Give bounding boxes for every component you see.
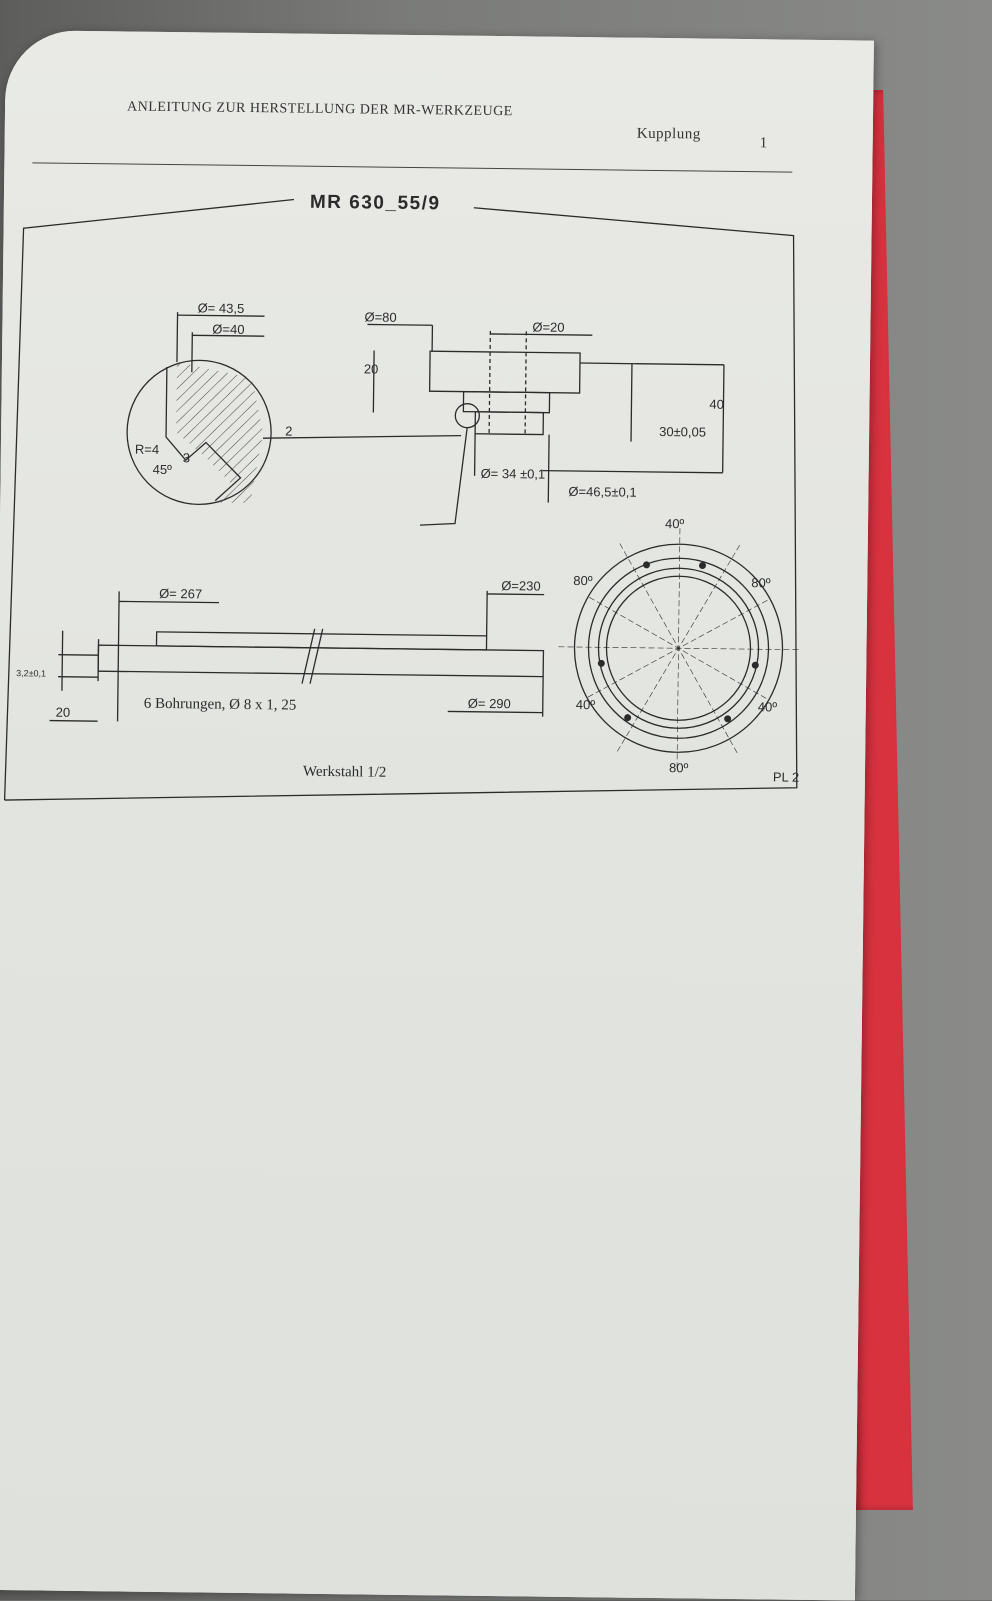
label-dia-230: Ø=230	[501, 578, 541, 593]
dim-46-ext	[548, 435, 549, 503]
label-height-40: 40	[709, 397, 724, 412]
dim-h20-line	[373, 351, 374, 413]
label-offset: 2	[285, 423, 292, 438]
dim-h40-bottom	[543, 471, 723, 473]
detail-leader	[263, 433, 461, 440]
sheet-label: PL 2	[773, 769, 799, 784]
label-angle-bottom: 80º	[669, 760, 688, 775]
label-tol-30: 30±0,05	[659, 424, 706, 440]
dim-230-line	[487, 594, 544, 595]
side-view-hidden-a	[489, 331, 490, 434]
document-page: Anleitung zur Herstellung der MR-Werkzeu…	[0, 30, 874, 1600]
flange-center-lines	[557, 527, 800, 770]
side-view-hidden-b	[525, 331, 526, 434]
label-angle-lower-right: 40º	[758, 699, 777, 714]
dim-h40-top	[580, 363, 724, 365]
label-thickness: 3,2±0,1	[16, 668, 46, 678]
detail-hatching	[175, 362, 264, 503]
technical-drawing	[0, 30, 866, 840]
break-line-b	[310, 629, 323, 684]
dim-34-ext	[475, 434, 476, 476]
label-depth: 3	[183, 450, 190, 465]
thickness-dim	[62, 631, 63, 691]
label-angle-upper-left: 80º	[573, 573, 592, 588]
dim-267-line	[119, 601, 219, 602]
label-angle: 45º	[153, 462, 172, 477]
dim-h40-line	[723, 365, 724, 473]
label-height-20: 20	[364, 361, 379, 376]
detail-marker-leader	[420, 427, 467, 526]
dim-h30-line	[631, 364, 632, 442]
label-angle-upper-right: 80º	[751, 575, 770, 590]
detail-dim-line-a	[177, 312, 178, 362]
label-dia-40: Ø=40	[212, 322, 244, 337]
label-dia-43: Ø= 43,5	[198, 300, 245, 316]
material-label: Werkstahl 1/2	[303, 764, 387, 782]
frame-right	[5, 202, 804, 810]
label-dia-267: Ø= 267	[159, 586, 202, 602]
label-holes: 6 Bohrungen, Ø 8 x 1, 25	[144, 696, 297, 715]
dim-230-ext	[487, 591, 488, 636]
label-dia-46: Ø=46,5±0,1	[568, 484, 636, 500]
dim-290-line	[448, 711, 543, 712]
dim-w20-line	[50, 721, 98, 722]
label-angle-top: 40º	[665, 516, 684, 531]
label-dia-290: Ø= 290	[468, 696, 511, 712]
section-left	[98, 639, 99, 681]
label-radius: R=4	[135, 442, 159, 457]
side-view-top	[430, 351, 580, 393]
label-dia-20: Ø=20	[532, 319, 564, 334]
label-width-20: 20	[56, 705, 71, 720]
label-dia-80: Ø=80	[364, 309, 396, 324]
break-line-a	[302, 629, 315, 684]
side-view-shoulder	[463, 392, 549, 413]
label-dia-34: Ø= 34 ±0,1	[481, 466, 546, 482]
side-view-neck	[475, 412, 543, 435]
dim-267-ext	[118, 591, 120, 721]
label-angle-lower-left: 40º	[576, 697, 595, 712]
